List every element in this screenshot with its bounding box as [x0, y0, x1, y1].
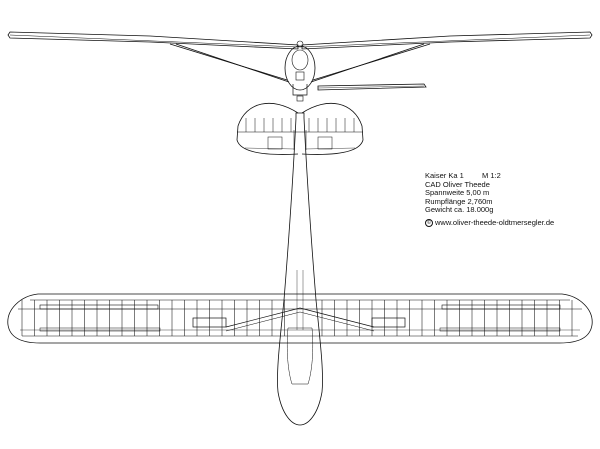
model-name-line: Kaiser Ka 1 M 1:2: [425, 171, 575, 181]
top-view: [7, 102, 593, 426]
fuselage: [277, 112, 323, 426]
wingspan: Spannweite 5,00 m: [425, 188, 490, 198]
model-name: Kaiser Ka 1: [425, 171, 464, 180]
right-hatch: [371, 317, 406, 328]
front-stabilizer: [317, 83, 427, 91]
website-line[interactable]: © www.oliver-theede-oldtmersegler.de: [425, 217, 575, 228]
front-left-wing: [7, 31, 299, 50]
website-link[interactable]: www.oliver-theede-oldtmersegler.de: [435, 217, 555, 227]
front-view: [7, 31, 593, 102]
copyright-icon: ©: [425, 219, 433, 228]
drawing-info: Kaiser Ka 1 M 1:2 CAD Oliver Theede Span…: [425, 171, 575, 228]
stabilizer: [236, 102, 364, 155]
front-right-wing: [301, 31, 593, 50]
fuselage-length: Rumpflänge 2,760m: [425, 196, 493, 206]
author: CAD Oliver Theede: [425, 179, 490, 189]
weight: Gewicht ca. 18.000g: [425, 205, 494, 215]
main-wing: [7, 293, 593, 344]
front-fuselage: [284, 45, 316, 91]
drawing-scale: M 1:2: [482, 171, 501, 180]
